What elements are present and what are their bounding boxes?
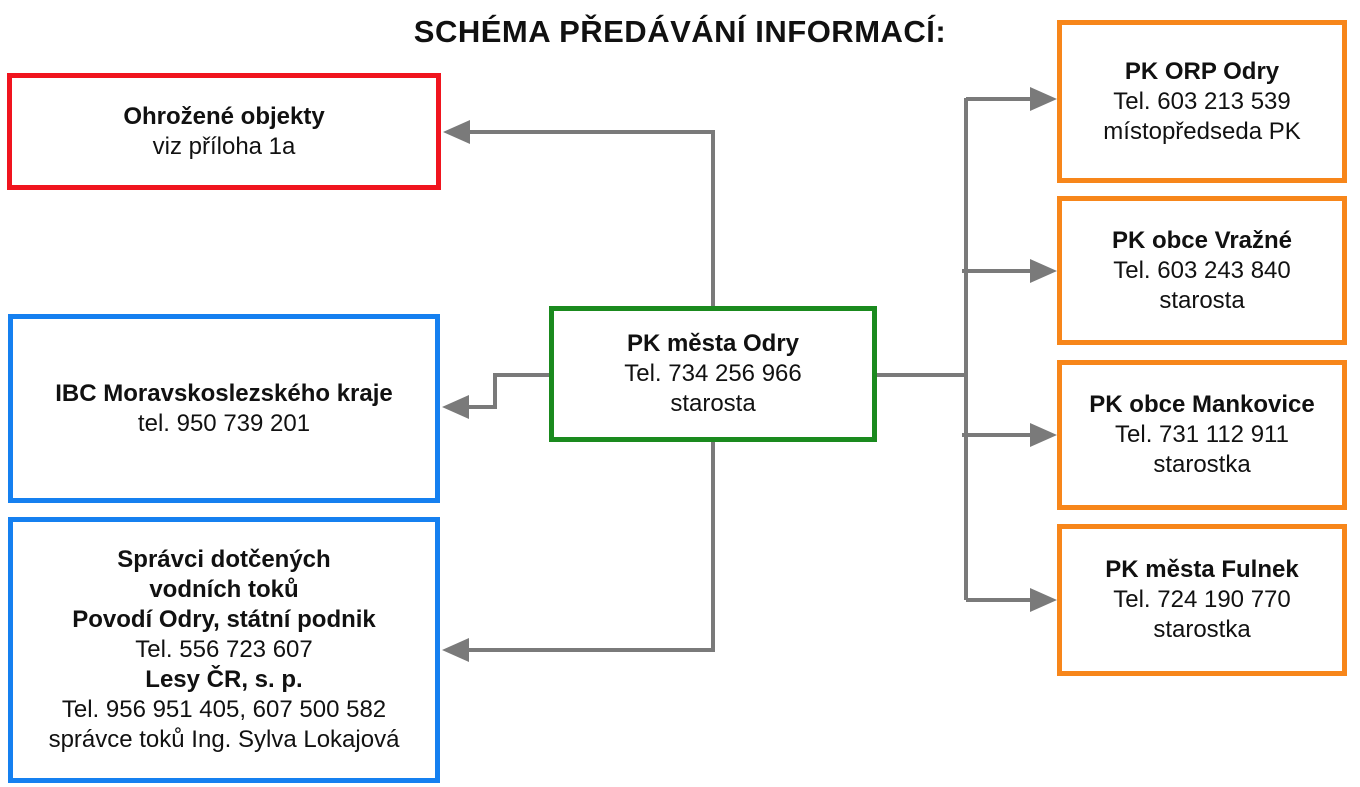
ibc-name: IBC Moravskoslezského kraje [55, 379, 393, 407]
center-role: starosta [670, 390, 756, 417]
river-managers-org1: Povodí Odry, státní podnik [72, 606, 376, 633]
ibc-tel: tel. 950 739 201 [137, 409, 311, 437]
orp-odry-box: PK ORP Odry Tel. 603 213 539 místopředse… [1057, 20, 1347, 183]
fulnek-tel: Tel. 724 190 770 [1113, 586, 1291, 613]
arrowhead-rivers [442, 638, 469, 662]
river-managers-contact: správce toků Ing. Sylva Lokajová [48, 726, 400, 753]
vrazne-box: PK obce Vražné Tel. 603 243 840 starosta [1057, 196, 1347, 345]
threatened-objects-box: Ohrožené objekty viz příloha 1a [7, 73, 441, 190]
orp-odry-tel: Tel. 603 213 539 [1113, 87, 1291, 115]
arrowhead-threatened [443, 120, 470, 144]
fulnek-role: starostka [1153, 616, 1251, 643]
arrowhead-ibc [442, 395, 469, 419]
vrazne-role: starosta [1159, 286, 1245, 314]
river-managers-line2: vodních toků [149, 576, 299, 603]
mankovice-name: PK obce Mankovice [1089, 391, 1315, 418]
orp-odry-role: místopředseda PK [1103, 117, 1301, 145]
ibc-box: IBC Moravskoslezského kraje tel. 950 739… [8, 314, 440, 503]
center-tel: Tel. 734 256 966 [624, 360, 802, 387]
center-box: PK města Odry Tel. 734 256 966 starosta [549, 306, 877, 442]
connector-to-threatened [468, 130, 715, 306]
river-managers-box: Správci dotčených vodních toků Povodí Od… [8, 517, 440, 783]
arrowhead-orp [1030, 87, 1057, 111]
arrowhead-vrazne [1030, 259, 1057, 283]
diagram-title: SCHÉMA PŘEDÁVÁNÍ INFORMACÍ: [413, 14, 947, 49]
fulnek-name: PK města Fulnek [1105, 556, 1299, 583]
vrazne-name: PK obce Vražné [1111, 226, 1293, 254]
threatened-objects-name: Ohrožené objekty [123, 102, 325, 130]
vrazne-tel: Tel. 603 243 840 [1113, 256, 1291, 284]
arrowhead-mankovice [1030, 423, 1057, 447]
mankovice-role: starostka [1153, 451, 1251, 478]
orp-odry-name: PK ORP Odry [1124, 57, 1280, 85]
river-managers-tel1: Tel. 556 723 607 [135, 636, 313, 663]
connector-to-ibc [467, 373, 551, 409]
fulnek-box: PK města Fulnek Tel. 724 190 770 starost… [1057, 524, 1347, 676]
river-managers-line1: Správci dotčených [117, 546, 331, 573]
connector-to-rivers [467, 441, 715, 652]
river-managers-org2: Lesy ČR, s. p. [145, 666, 303, 693]
mankovice-tel: Tel. 731 112 911 [1115, 421, 1289, 448]
river-managers-tel2: Tel. 956 951 405, 607 500 582 [61, 696, 387, 723]
mankovice-box: PK obce Mankovice Tel. 731 112 911 staro… [1057, 360, 1347, 510]
center-name: PK města Odry [626, 330, 800, 357]
threatened-objects-note: viz příloha 1a [152, 132, 296, 160]
arrowhead-fulnek [1030, 588, 1057, 612]
